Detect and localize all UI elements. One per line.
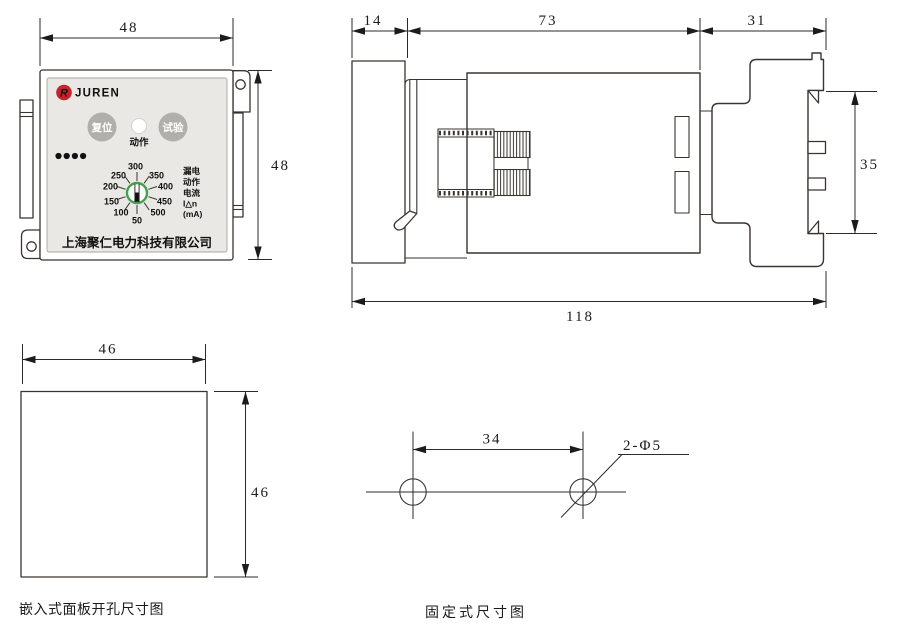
logo-mark-icon bbox=[56, 84, 72, 101]
mount-hole-right bbox=[569, 478, 597, 506]
current-dial: 50 100 150 200 250 300 350 400 450 500 bbox=[103, 162, 173, 226]
holes-label: 2-Φ5 bbox=[623, 438, 662, 454]
terminal-bottom bbox=[807, 177, 827, 191]
screw-thread-bottom bbox=[493, 168, 531, 197]
cutout-dim-height: 46 bbox=[214, 391, 270, 578]
fixed-dim-spacing-value: 34 bbox=[483, 432, 502, 448]
side-dim-total: 118 bbox=[351, 267, 827, 325]
cutout-dim-height-value: 46 bbox=[251, 485, 270, 501]
front-dim-width: 48 bbox=[39, 18, 234, 66]
action-led bbox=[131, 118, 147, 134]
brand-logo: R JUREN bbox=[56, 84, 120, 101]
side-dim-terminals: 35 bbox=[826, 91, 879, 234]
reset-button: 复位 bbox=[87, 112, 117, 142]
dial-label-350: 350 bbox=[149, 171, 164, 181]
socket-notch-top bbox=[807, 89, 820, 104]
fixed-view: 34 2-Φ5 固定式尺寸图 bbox=[366, 431, 689, 620]
unit-line-1: 漏电 bbox=[183, 166, 201, 176]
body-slot-bottom bbox=[674, 170, 690, 214]
holes-leader: 2-Φ5 bbox=[560, 438, 689, 518]
indicator-dots bbox=[55, 152, 87, 160]
mounting-clip bbox=[393, 78, 467, 259]
company-name: 上海聚仁电力科技有限公司 bbox=[62, 235, 212, 250]
logo-text: JUREN bbox=[75, 88, 120, 100]
top-right-corner-plate bbox=[232, 70, 251, 113]
action-led-label: 动作 bbox=[129, 137, 149, 149]
test-button-label: 试验 bbox=[163, 121, 184, 134]
cutout-caption: 嵌入式面板开孔尺寸图 bbox=[19, 601, 164, 617]
body-slot-top bbox=[674, 115, 690, 159]
cutout-square bbox=[20, 390, 208, 578]
dial-label-300: 300 bbox=[128, 162, 143, 172]
side-dim-terminals-value: 35 bbox=[860, 157, 879, 173]
dial-label-250: 250 bbox=[111, 171, 126, 181]
side-dim-top: 14 73 31 bbox=[351, 13, 827, 70]
socket-notch-bottom bbox=[807, 220, 820, 235]
side-dim-body-value: 73 bbox=[539, 13, 558, 29]
cutout-view: 46 46 嵌入式面板开孔尺寸图 bbox=[19, 342, 270, 618]
reset-button-label: 复位 bbox=[91, 121, 113, 134]
dial-scale-labels: 50 100 150 200 250 300 350 400 450 500 bbox=[103, 162, 173, 226]
mount-hole-left bbox=[399, 478, 427, 506]
unit-line-5: (mA) bbox=[183, 209, 203, 219]
cutout-dim-width: 46 bbox=[22, 342, 206, 384]
unit-line-3: 电流 bbox=[183, 188, 201, 198]
left-mount-bracket bbox=[19, 99, 34, 219]
dial-unit-caption: 漏电 动作 电流 I△n (mA) bbox=[183, 166, 203, 219]
dial-label-50: 50 bbox=[132, 216, 142, 226]
unit-line-2: 动作 bbox=[183, 177, 201, 187]
logo-mark-letter: R bbox=[60, 87, 68, 99]
front-dim-height: 48 bbox=[248, 70, 290, 260]
cutout-dim-width-value: 46 bbox=[99, 342, 118, 358]
terminal-top bbox=[807, 140, 827, 155]
side-dim-total-value: 118 bbox=[566, 309, 594, 325]
rear-socket bbox=[711, 52, 825, 268]
top-right-mount-hole bbox=[235, 79, 246, 90]
side-view: 14 73 31 bbox=[351, 13, 879, 325]
side-bezel bbox=[351, 60, 406, 264]
front-dim-height-value: 48 bbox=[271, 158, 290, 174]
right-mount-bracket bbox=[232, 112, 244, 218]
screw-thread-top bbox=[493, 130, 531, 159]
dial-ticks bbox=[116, 172, 158, 214]
fixed-caption: 固定式尺寸图 bbox=[425, 604, 527, 620]
test-button: 试验 bbox=[158, 112, 188, 142]
dial-label-150: 150 bbox=[104, 197, 119, 207]
fixed-dim-spacing: 34 bbox=[412, 431, 584, 519]
front-dim-width-value: 48 bbox=[120, 20, 139, 36]
dial-slot-indicator bbox=[135, 192, 139, 202]
dial-label-500: 500 bbox=[150, 208, 165, 218]
front-view: 48 R JUREN 复位 bbox=[19, 18, 290, 261]
plug-nub bbox=[699, 110, 713, 216]
dial-label-100: 100 bbox=[113, 208, 128, 218]
side-dim-bezel-value: 14 bbox=[364, 13, 383, 29]
bottom-left-mount-hole bbox=[26, 241, 37, 252]
dial-label-400: 400 bbox=[158, 182, 173, 192]
clamp-screw bbox=[437, 128, 531, 198]
side-dim-socket-value: 31 bbox=[748, 13, 767, 29]
dial-label-450: 450 bbox=[157, 197, 172, 207]
dial-label-200: 200 bbox=[103, 182, 118, 192]
unit-line-4: I△n bbox=[183, 199, 197, 209]
